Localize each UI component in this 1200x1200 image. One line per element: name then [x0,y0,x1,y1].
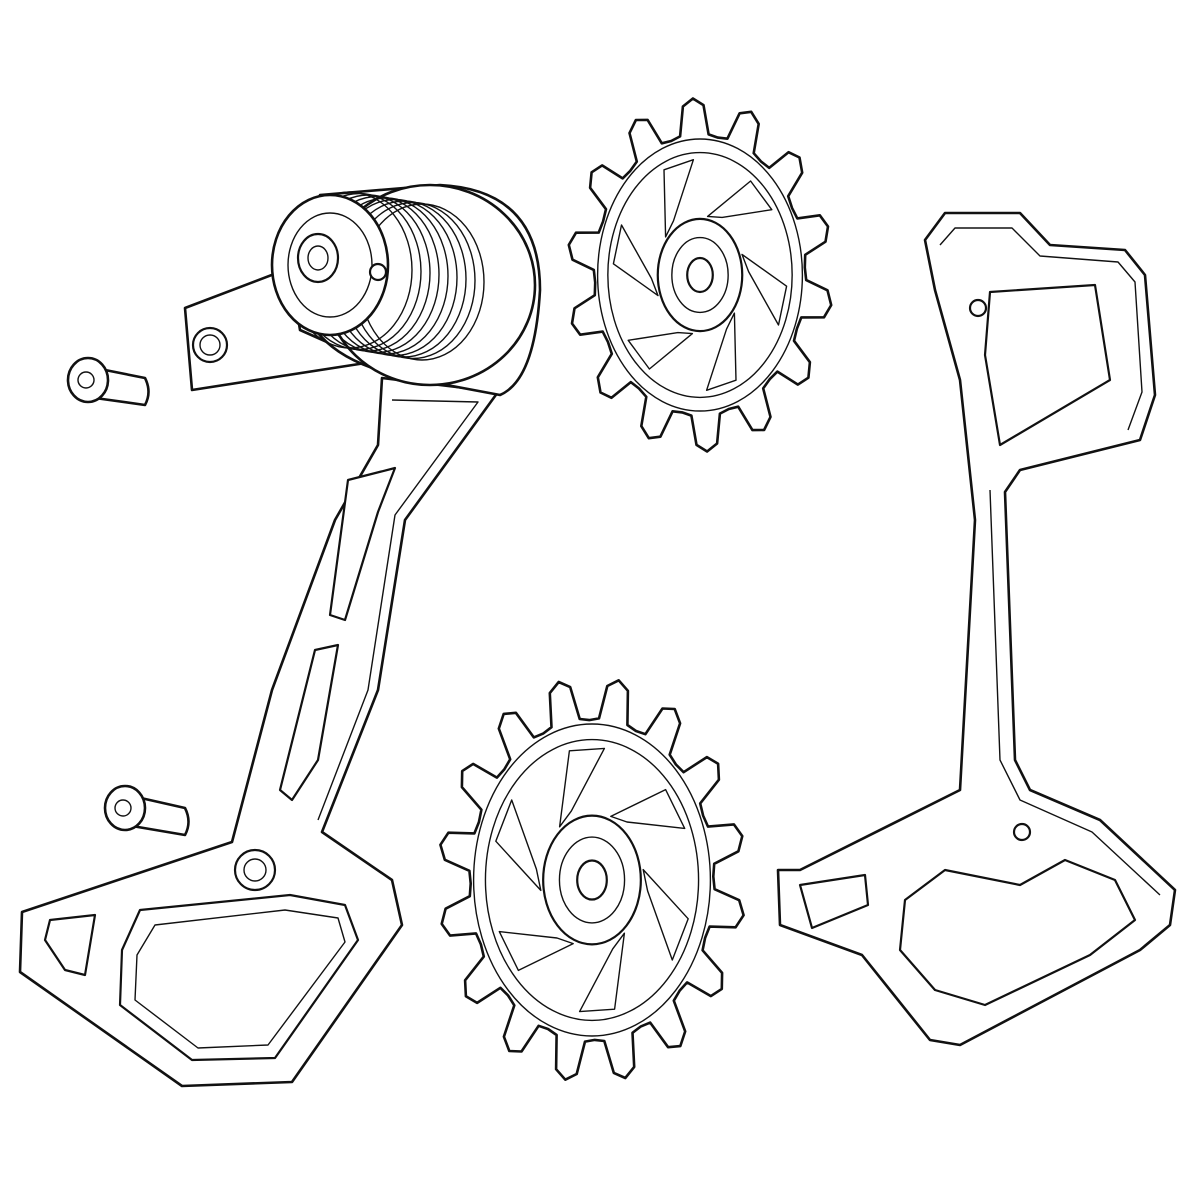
pulley-spoke [578,932,626,1013]
pulley-rim [472,723,712,1037]
pulley-bearing-race [558,836,626,924]
outer-cage-plate [776,211,1177,1047]
pulley-spoke [498,930,574,972]
pulley-spoke [495,799,542,892]
upper-pulley-wheel [567,97,833,453]
pulley-spoke [612,224,659,297]
pulley-spoke [663,158,695,238]
pulley-spoke [627,331,694,370]
spring-housing [270,183,542,397]
pulley-bearing-race [671,236,729,314]
pulley-rim [596,138,804,412]
pulley-axle-hole [686,256,714,294]
pulley-spoke [558,747,606,828]
pulley-rim-inner [484,738,700,1022]
pulley-spoke [741,253,788,326]
pulley-axle-hole [576,859,608,901]
cage-bolt-upper [66,356,150,407]
cage-bolt-lower [103,784,190,837]
pulley-spoke [706,180,773,219]
pulley-spoke [610,788,686,830]
pulley-rim-inner [607,151,793,399]
inner-cage-plate [18,266,500,1088]
lower-pulley-wheel [439,678,745,1081]
pulley-spoke [642,868,689,961]
pulley-spoke [705,312,737,391]
